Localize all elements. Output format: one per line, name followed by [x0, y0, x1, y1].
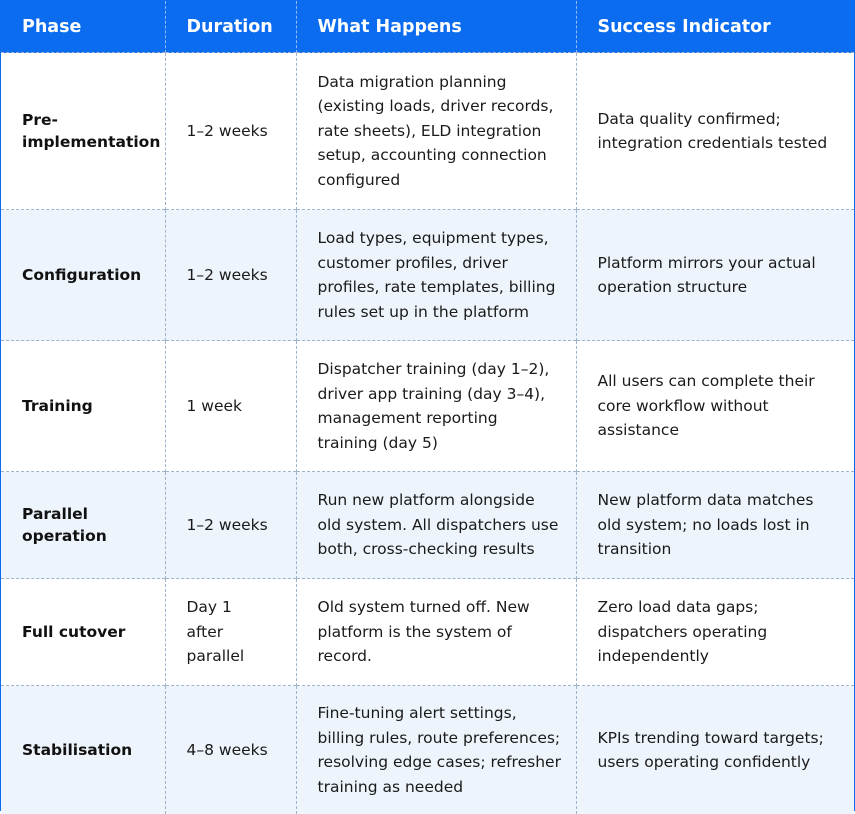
header-phase: Phase	[1, 1, 165, 53]
duration-cell: 1 week	[165, 341, 296, 472]
header-row: Phase Duration What Happens Success Indi…	[1, 1, 854, 53]
success-indicator-cell: Data quality confirmed; integration cred…	[576, 53, 854, 210]
what-happens-cell: Old system turned off. New platform is t…	[296, 579, 576, 686]
table-row: Configuration 1–2 weeks Load types, equi…	[1, 210, 854, 341]
success-indicator-cell: New platform data matches old system; no…	[576, 472, 854, 579]
duration-cell: Day 1 after parallel	[165, 579, 296, 686]
what-happens-cell: Data migration planning (existing loads,…	[296, 53, 576, 210]
phase-cell: Full cutover	[1, 579, 165, 686]
what-happens-cell: Fine-tuning alert settings, billing rule…	[296, 686, 576, 814]
header-what-happens: What Happens	[296, 1, 576, 53]
what-happens-cell: Load types, equipment types, customer pr…	[296, 210, 576, 341]
header-success-indicator: Success Indicator	[576, 1, 854, 53]
phase-cell: Configuration	[1, 210, 165, 341]
header-duration: Duration	[165, 1, 296, 53]
success-indicator-cell: Platform mirrors your actual operation s…	[576, 210, 854, 341]
phase-cell: Stabilisation	[1, 686, 165, 814]
duration-cell: 1–2 weeks	[165, 53, 296, 210]
success-indicator-cell: KPIs trending toward targets; users oper…	[576, 686, 854, 814]
success-indicator-cell: All users can complete their core workfl…	[576, 341, 854, 472]
phase-cell: Parallel operation	[1, 472, 165, 579]
duration-cell: 1–2 weeks	[165, 210, 296, 341]
success-indicator-cell: Zero load data gaps; dispatchers operati…	[576, 579, 854, 686]
what-happens-cell: Dispatcher training (day 1–2), driver ap…	[296, 341, 576, 472]
duration-cell: 1–2 weeks	[165, 472, 296, 579]
table-row: Training 1 week Dispatcher training (day…	[1, 341, 854, 472]
phase-cell: Pre- implementation	[1, 53, 165, 210]
table-header: Phase Duration What Happens Success Indi…	[1, 1, 854, 53]
phase-cell: Training	[1, 341, 165, 472]
table-row: Full cutover Day 1 after parallel Old sy…	[1, 579, 854, 686]
table-row: Pre- implementation 1–2 weeks Data migra…	[1, 53, 854, 210]
table-row: Parallel operation 1–2 weeks Run new pla…	[1, 472, 854, 579]
what-happens-cell: Run new platform alongside old system. A…	[296, 472, 576, 579]
duration-cell: 4–8 weeks	[165, 686, 296, 814]
table-body: Pre- implementation 1–2 weeks Data migra…	[1, 53, 854, 814]
table-row: Stabilisation 4–8 weeks Fine-tuning aler…	[1, 686, 854, 814]
